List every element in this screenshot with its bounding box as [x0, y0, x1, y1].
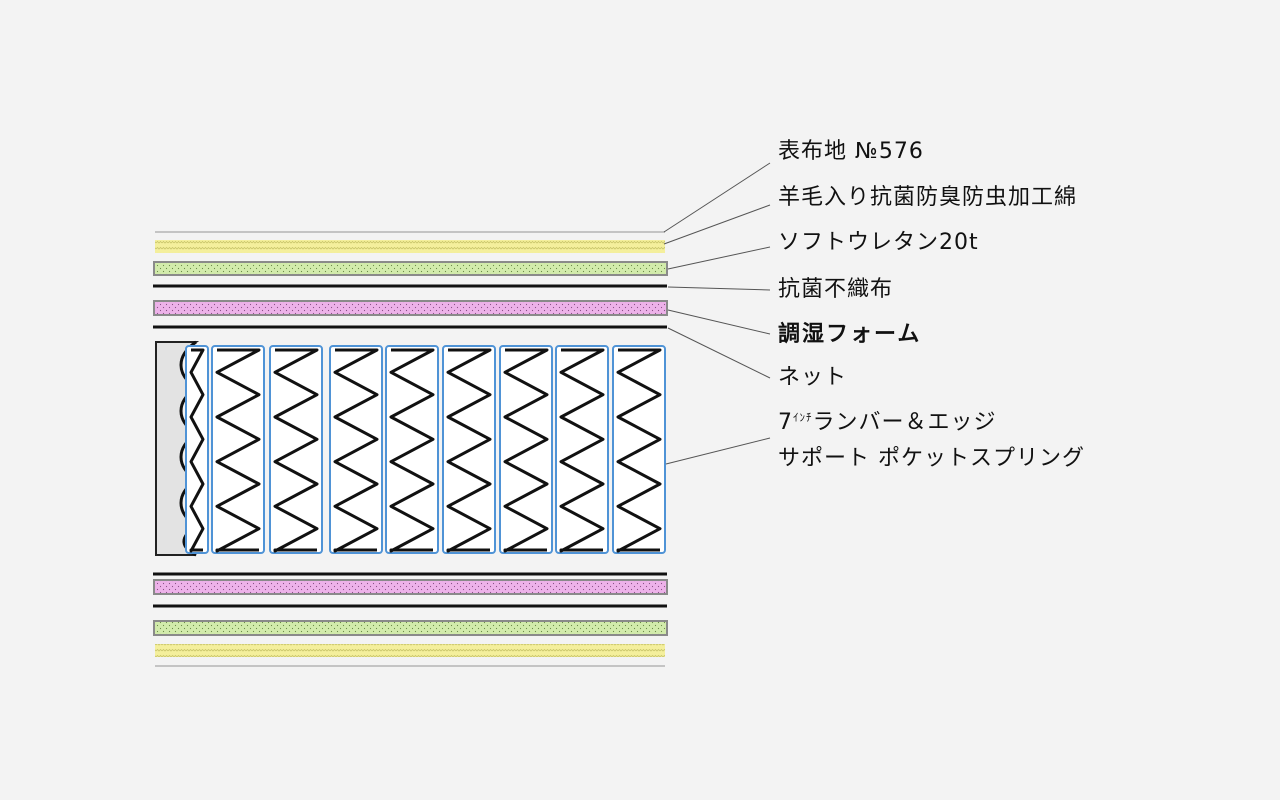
- label-spring-line2: サポート ポケットスプリング: [778, 446, 1085, 471]
- spring-coil-icon: [559, 348, 605, 553]
- label-wool: 羊毛入り抗菌防臭防虫加工綿: [778, 185, 1078, 210]
- spring-coil-icon: [333, 348, 379, 553]
- spring-coil-icon: [616, 348, 662, 553]
- leader-net: [667, 327, 771, 379]
- spring-coil-icon: [446, 348, 492, 553]
- urethane-layer-bottom: [153, 620, 668, 636]
- humidity-foam-layer-bottom: [153, 579, 668, 595]
- label-cover-fabric: 表布地 №576: [778, 139, 924, 164]
- leader-nonwoven: [667, 286, 771, 291]
- spring-coil-icon: [503, 348, 549, 553]
- leader-cover-fabric: [663, 162, 771, 233]
- label-urethane: ソフトウレタン20t: [778, 230, 979, 255]
- spring-coil-icon: [273, 348, 319, 553]
- urethane-layer-top: [153, 261, 668, 276]
- spring-coil-icon: [189, 348, 205, 553]
- label-spring-unit: ｲﾝﾁ: [793, 411, 813, 424]
- label-spring-line1: 7ｲﾝﾁランバー＆エッジ: [778, 405, 997, 436]
- wool-layer-bottom: [155, 644, 665, 657]
- leader-humidity-foam: [667, 309, 771, 335]
- spring-coil-icon: [215, 348, 261, 553]
- label-spring-number: 7: [778, 410, 793, 435]
- spring-coil-icon: [389, 348, 435, 553]
- pocket-springs: [185, 345, 666, 554]
- humidity-foam-layer-top: [153, 300, 668, 316]
- label-nonwoven: 抗菌不織布: [778, 277, 894, 302]
- label-spring-rest: ランバー＆エッジ: [812, 410, 997, 435]
- leader-wool: [663, 204, 771, 245]
- wool-layer-top: [155, 240, 665, 253]
- leader-lines: [663, 162, 771, 465]
- label-net: ネット: [778, 365, 848, 390]
- leader-urethane: [667, 246, 771, 270]
- label-humidity-foam: 調湿フォーム: [778, 322, 922, 347]
- leader-spring: [665, 437, 771, 465]
